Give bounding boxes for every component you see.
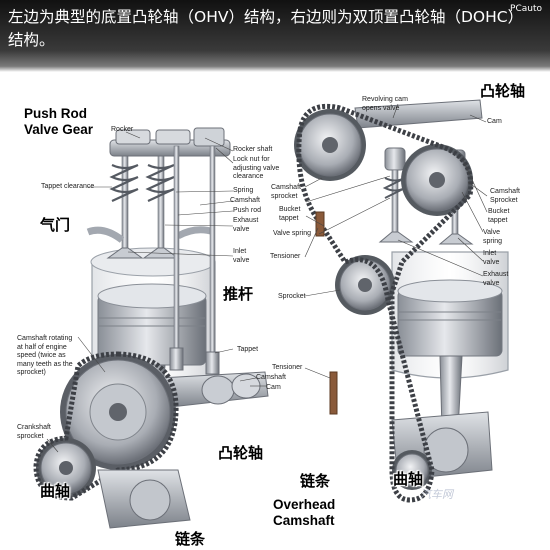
label-inlet-valve-right: Inlet valve (483, 250, 500, 266)
caption-bar: 左边为典型的底置凸轮轴（OHV）结构，右边则为双顶置凸轮轴（DOHC） 结构。 … (0, 0, 550, 72)
label-exhaust-valve-right: Exhaust valve (483, 271, 509, 287)
label-camshaft-sprocket-right: Camshaft Sprocket (490, 188, 520, 204)
label-camshaft: Camshaft (256, 374, 286, 381)
label-crankshaft-sprocket: Crankshaft sprocket (17, 424, 51, 440)
label-camshaft-sprocket-mid: Camshaft sprocket (271, 184, 301, 200)
ohc-engine-art (294, 99, 509, 503)
ohc-title-line1: Overhead (273, 497, 336, 512)
label-camshaft-rotating: Camshaft rotating at half of engine spee… (17, 335, 73, 376)
label-cam-right: Cam (487, 118, 502, 125)
cn-label-push-rod: 推杆 (223, 286, 254, 303)
cn-label-chain-left: 链条 (175, 531, 206, 548)
leader-lines (46, 103, 488, 453)
label-exhaust-valve-left: Exhaust valve (233, 217, 259, 233)
pushrod-title-line1: Push Rod (24, 106, 87, 121)
label-inlet-valve-left: Inlet valve (233, 248, 250, 264)
label-tappet-clearance: Tappet clearance (41, 183, 95, 190)
ohc-title-line2: Camshaft (273, 513, 335, 528)
label-valve-spring-mid: Valve spring (273, 230, 312, 237)
label-lock-nut: Lock nut for adjusting valve clearance (233, 156, 280, 180)
label-revolving-cam: Revolving cam opens valve (362, 96, 408, 112)
label-push-rod: Push rod (233, 207, 262, 214)
label-bucket-tappet-mid: Bucket tappet (279, 206, 301, 222)
caption-line-2: 结构。 (8, 31, 55, 49)
label-tensioner-bottom: Tensioner (272, 364, 303, 371)
pushrod-engine-art (33, 127, 269, 529)
label-cam: Cam (266, 384, 281, 391)
label-spring: Spring (233, 187, 254, 194)
label-tensioner-top: Tensioner (270, 253, 301, 260)
label-tappet: Tappet (237, 346, 259, 353)
label-sprocket: Sprocket (278, 293, 306, 300)
watermark-top: PCauto (510, 4, 542, 14)
pushrod-title-line2: Valve Gear (24, 122, 94, 137)
label-rocker: Rocker (111, 126, 134, 133)
cn-label-camshaft-left: 凸轮轴 (218, 445, 264, 462)
cn-label-camshaft-right: 凸轮轴 (480, 83, 526, 100)
label-rocker-shaft: Rocker shaft (233, 146, 273, 153)
label-valve-spring-right: Valve spring (483, 229, 503, 245)
cn-label-crankshaft-left: 曲轴 (40, 483, 71, 500)
caption-line-1: 左边为典型的底置凸轮轴（OHV）结构，右边则为双顶置凸轮轴（DOHC） (8, 8, 524, 26)
cn-label-crankshaft-right: 曲轴 (393, 471, 424, 488)
label-bucket-tappet-right: Bucket tappet (488, 208, 510, 224)
watermark-bottom: 汽车网 (420, 489, 453, 501)
cn-label-valve: 气门 (40, 217, 71, 234)
cn-label-chain-right: 链条 (300, 473, 331, 490)
label-camshaft-sprocket-left: Camshaft (230, 197, 260, 204)
